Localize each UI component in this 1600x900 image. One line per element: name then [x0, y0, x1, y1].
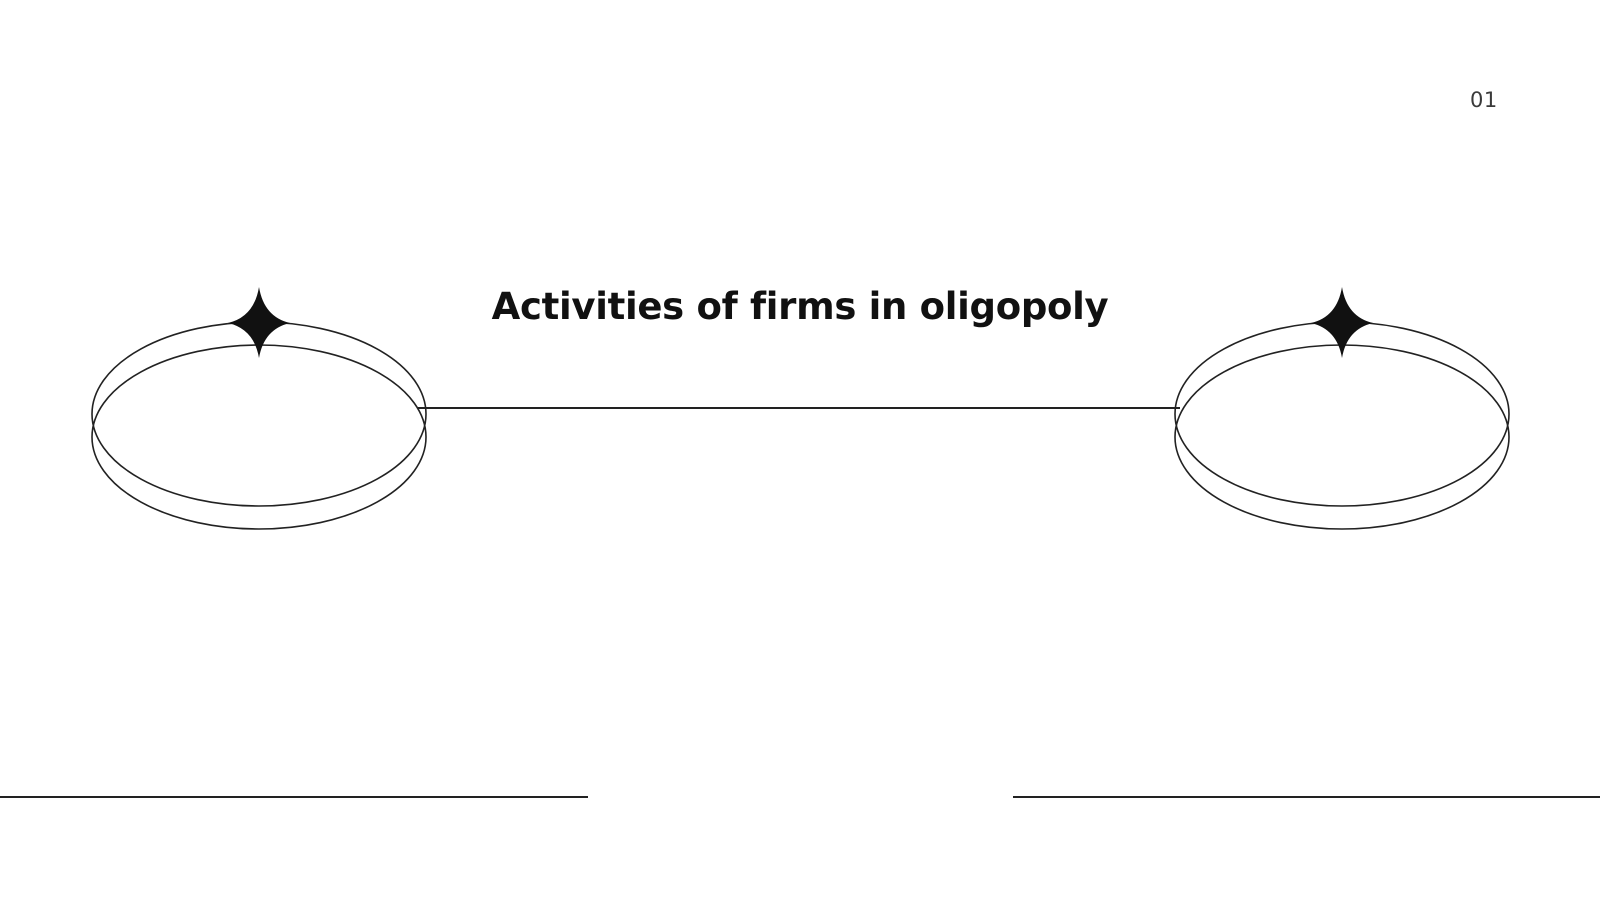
- sparkle-star-icon: [228, 287, 290, 358]
- left-ring-bottom-ellipse: [91, 344, 427, 530]
- slide-title: Activities of firms in oligopoly: [491, 285, 1109, 328]
- left-ring-ornament: [91, 287, 427, 530]
- right-ring-ornament: [1174, 287, 1510, 530]
- right-ring-bottom-ellipse: [1174, 344, 1510, 530]
- page-number: 01: [1470, 88, 1498, 112]
- sparkle-star-icon: [1311, 287, 1373, 358]
